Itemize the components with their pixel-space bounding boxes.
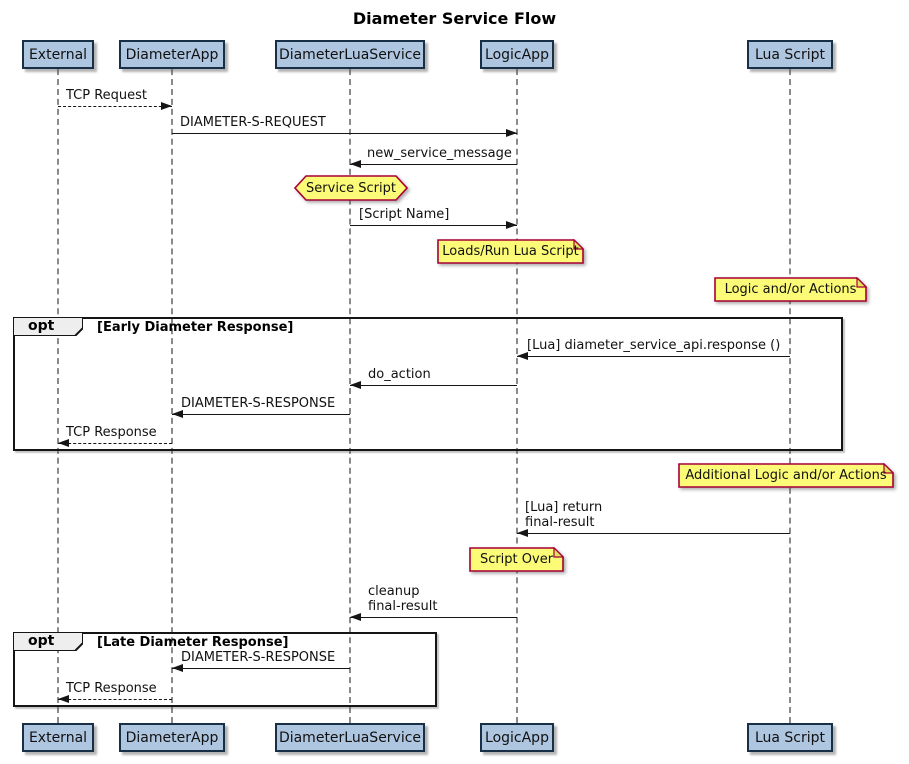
participant-label-lua-script: Lua Script (754, 46, 826, 63)
tcp-response-late-label: TCP Response (66, 681, 157, 696)
lifeline-lua-script (789, 69, 791, 723)
diameter-s-response-early-line (172, 414, 350, 415)
note-service-script: Service Script (294, 175, 408, 201)
lifeline-diameter-lua-service (349, 69, 351, 723)
opt-late-diameter-response-condition: [Late Diameter Response] (97, 635, 289, 650)
diameter-s-request-line (172, 133, 517, 134)
lifeline-external (57, 69, 59, 723)
opt-late-diameter-response (13, 632, 437, 707)
opt-early-diameter-response-header (12, 316, 84, 337)
participant-box-external-top: External (22, 40, 94, 69)
tcp-response-early-arrowhead (58, 439, 69, 447)
opt-early-diameter-response (13, 317, 843, 451)
diameter-s-response-early-arrowhead (172, 410, 183, 418)
participant-box-logic-app-top: LogicApp (480, 40, 554, 69)
diameter-s-request-arrowhead (506, 129, 517, 137)
tcp-response-late-line (58, 699, 172, 700)
lua-response-call-line (517, 356, 790, 357)
note-service-script-text: Service Script (306, 180, 396, 196)
participant-label-external: External (28, 729, 88, 746)
cleanup-final-result-arrowhead (350, 613, 361, 621)
lua-response-call-label: [Lua] diameter_service_api.response () (527, 338, 781, 353)
participant-box-lua-script-bottom: Lua Script (747, 723, 833, 752)
new-service-message-label: new_service_message (367, 146, 512, 161)
opt-late-diameter-response-header (12, 631, 84, 652)
participant-box-diameter-lua-service-bottom: DiameterLuaService (275, 723, 425, 752)
note-loads-run-script: Loads/Run Lua Script (437, 239, 584, 264)
tcp-request-arrowhead (161, 102, 172, 110)
new-service-message-line (350, 164, 517, 165)
tcp-request-label: TCP Request (66, 88, 148, 103)
diameter-s-request-label: DIAMETER-S-REQUEST (180, 115, 326, 130)
do-action-label: do_action (368, 367, 431, 382)
do-action-line (350, 385, 517, 386)
script-name-arrowhead (506, 221, 517, 229)
script-name-line (350, 225, 517, 226)
note-loads-run-script-text: Loads/Run Lua Script (442, 244, 579, 259)
tcp-response-early-line (58, 443, 172, 444)
participant-box-diameter-lua-service-top: DiameterLuaService (275, 40, 425, 69)
new-service-message-arrowhead (350, 160, 361, 168)
diameter-s-response-late-line (172, 668, 350, 669)
participant-label-diameter-app: DiameterApp (125, 729, 219, 746)
tcp-response-late-arrowhead (58, 695, 69, 703)
participant-label-logic-app: LogicApp (485, 46, 549, 63)
participant-label-logic-app: LogicApp (485, 729, 549, 746)
note-script-over: Script Over (469, 547, 564, 572)
note-logic-actions: Logic and/or Actions (714, 277, 867, 302)
do-action-arrowhead (350, 381, 361, 389)
opt-early-diameter-response-condition: [Early Diameter Response] (97, 320, 294, 335)
diameter-s-response-early-label: DIAMETER-S-RESPONSE (181, 396, 336, 411)
lua-return-final-result-label: [Lua] return final-result (525, 500, 603, 530)
lifeline-diameter-app (171, 69, 173, 723)
note-logic-actions-text: Logic and/or Actions (724, 282, 857, 297)
lua-response-call-arrowhead (517, 352, 528, 360)
cleanup-final-result-label: cleanup final-result (368, 584, 438, 614)
opt-early-diameter-response-keyword: opt (28, 318, 55, 334)
lua-return-final-result-line (517, 533, 790, 534)
diameter-s-response-late-label: DIAMETER-S-RESPONSE (181, 650, 336, 665)
participant-label-diameter-lua-service: DiameterLuaService (278, 729, 422, 746)
note-script-over-text: Script Over (479, 552, 554, 567)
participant-box-external-bottom: External (22, 723, 94, 752)
tcp-response-early-label: TCP Response (66, 425, 157, 440)
note-additional-logic-text: Additional Logic and/or Actions (685, 468, 887, 483)
lua-return-final-result-arrowhead (517, 529, 528, 537)
cleanup-final-result-line (350, 617, 517, 618)
script-name-label: [Script Name] (359, 207, 450, 222)
note-additional-logic: Additional Logic and/or Actions (678, 463, 894, 488)
opt-late-diameter-response-keyword: opt (28, 633, 55, 649)
diameter-s-response-late-arrowhead (172, 664, 183, 672)
diagram-title: Diameter Service Flow (352, 9, 557, 28)
tcp-request-line (58, 106, 172, 107)
participant-label-diameter-lua-service: DiameterLuaService (278, 46, 422, 63)
participant-label-external: External (28, 46, 88, 63)
participant-box-logic-app-bottom: LogicApp (480, 723, 554, 752)
lifeline-logic-app (516, 69, 518, 723)
participant-label-diameter-app: DiameterApp (125, 46, 219, 63)
participant-box-diameter-app-top: DiameterApp (119, 40, 225, 69)
participant-label-lua-script: Lua Script (754, 729, 826, 746)
participant-box-lua-script-top: Lua Script (747, 40, 833, 69)
participant-box-diameter-app-bottom: DiameterApp (119, 723, 225, 752)
